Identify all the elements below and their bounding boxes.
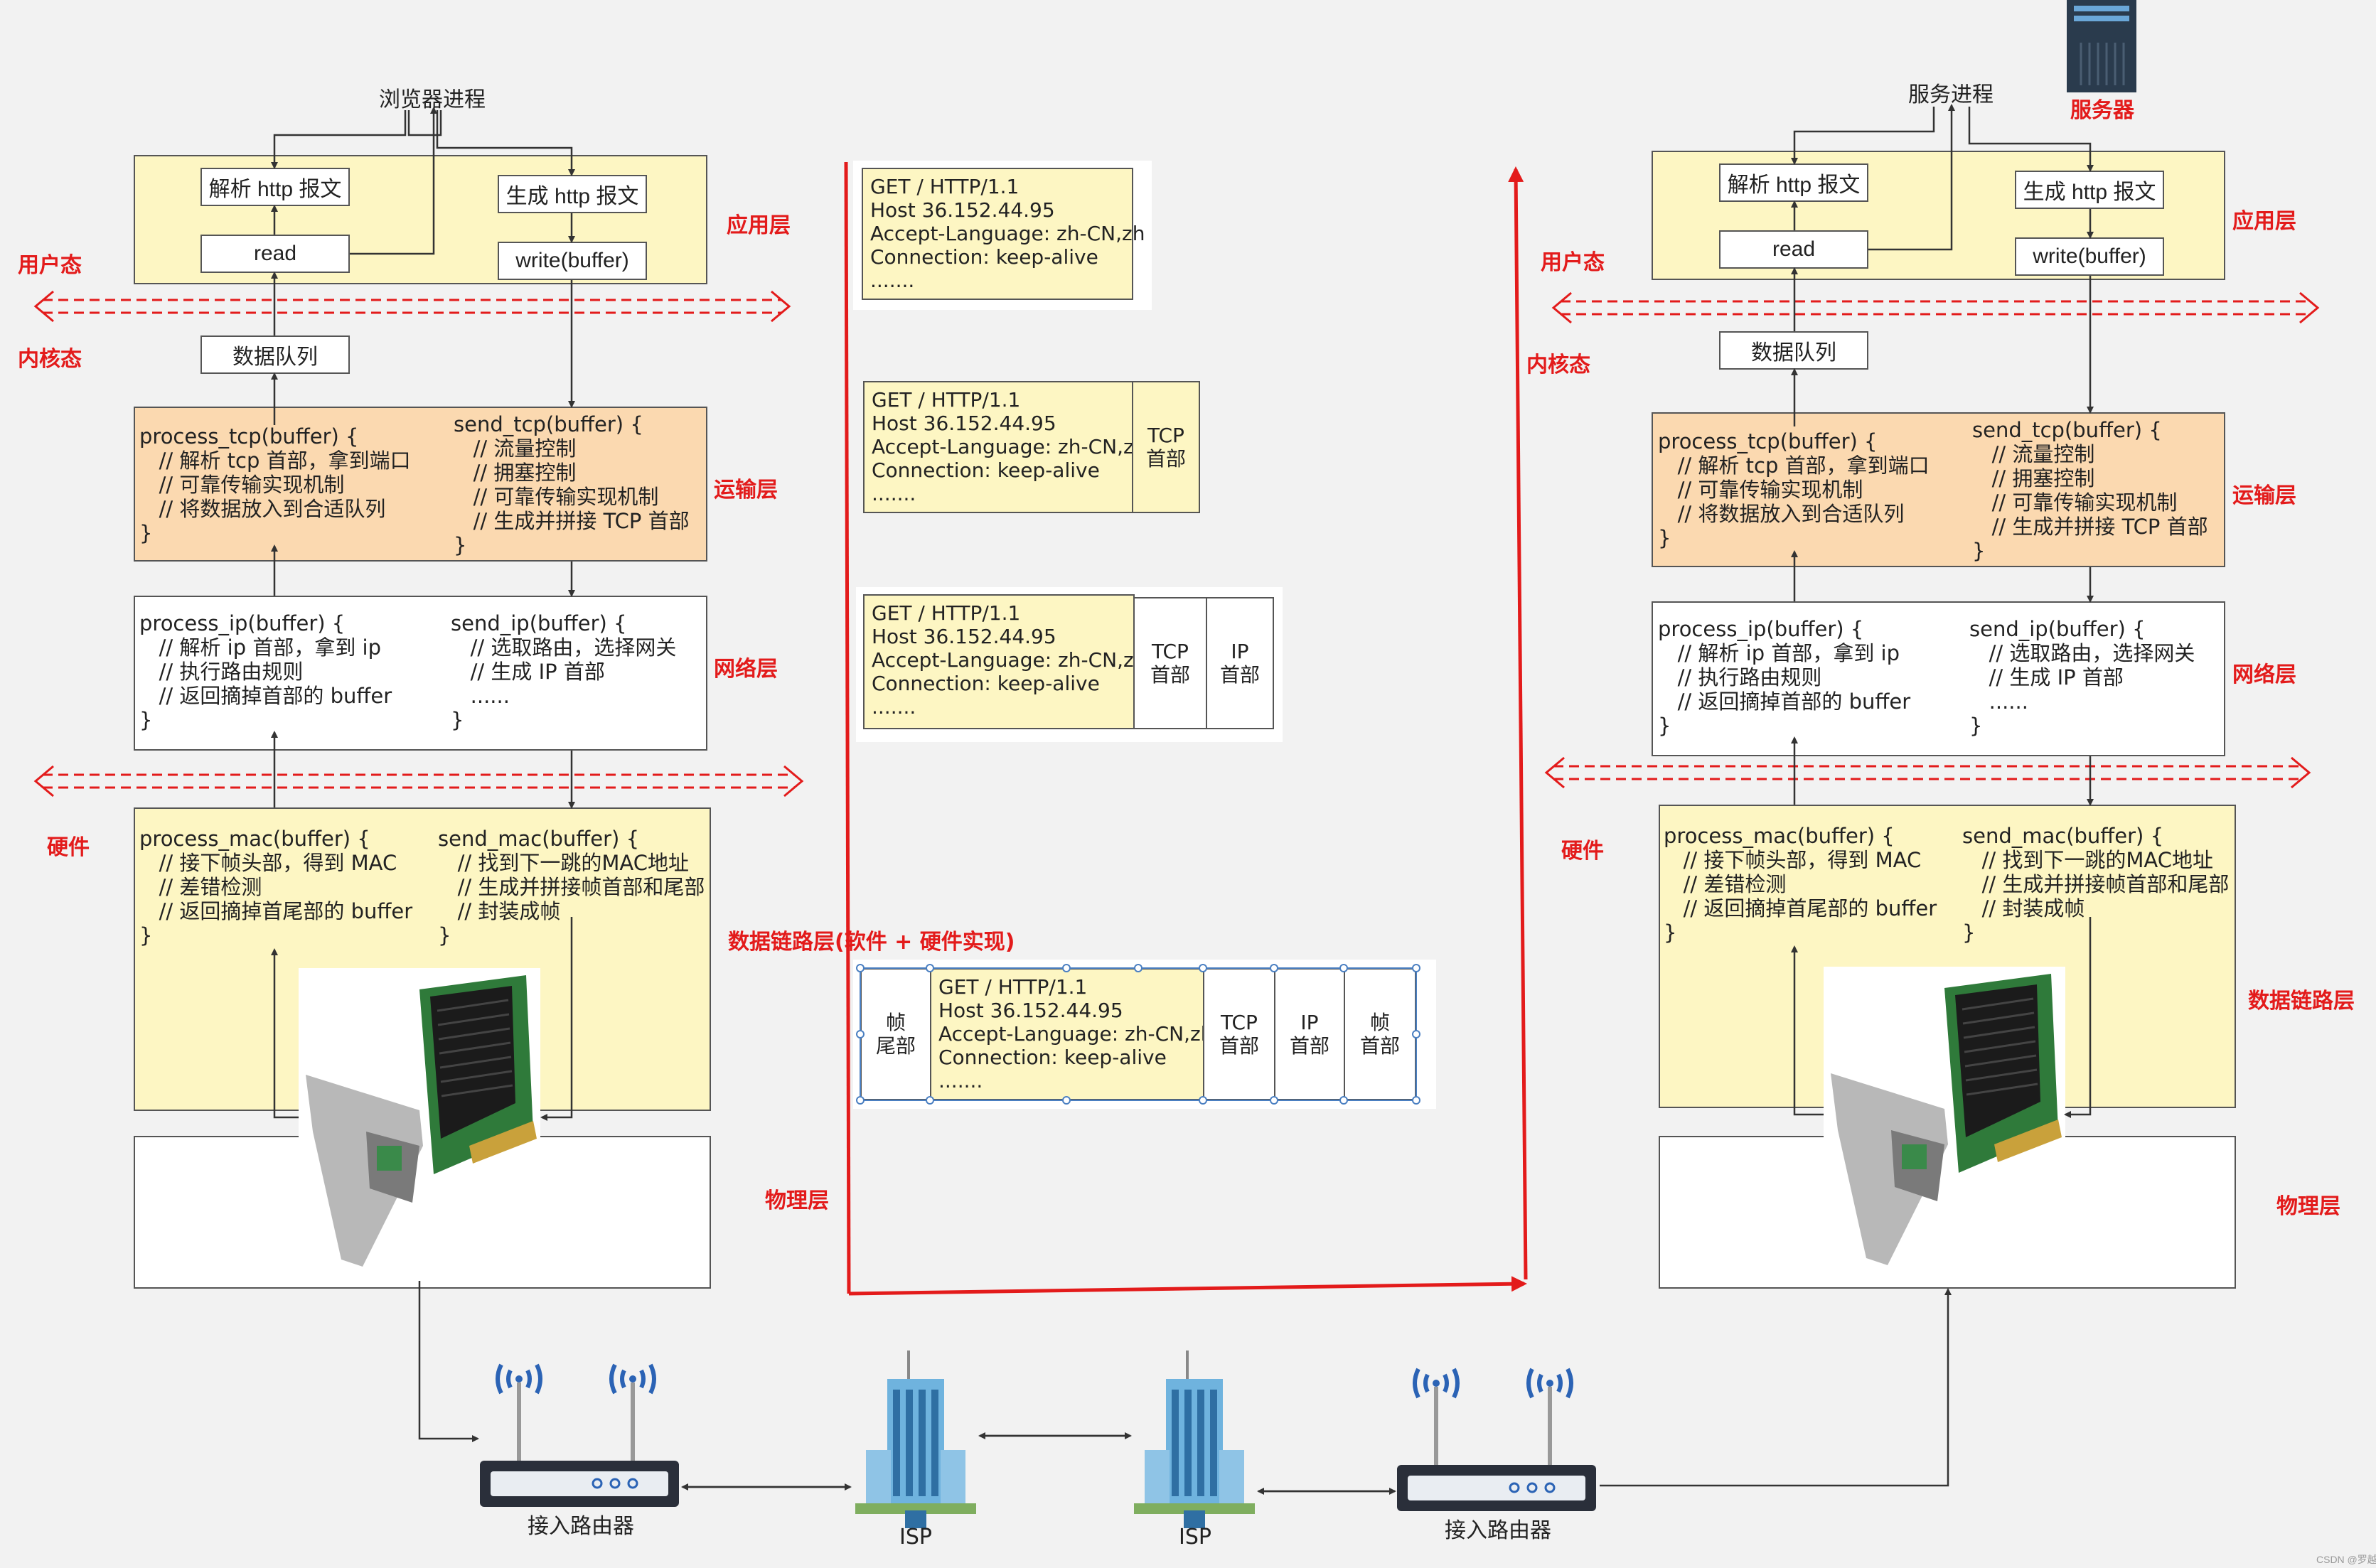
left-transport-layer-label: 运输层 [714, 478, 778, 503]
right-parse-http-box[interactable]: 解析 http 报文 [1719, 163, 1868, 202]
packet-2-http-body: GET / HTTP/1.1 Host 36.152.44.95 Accept-… [863, 381, 1146, 513]
right-physical-layer-label: 物理层 [2276, 1194, 2340, 1219]
left-network-layer-box [134, 596, 707, 751]
right-network-layer-label: 网络层 [2232, 662, 2296, 687]
left-gen-http-box[interactable]: 生成 http 报文 [498, 175, 647, 213]
packet-4-tcp-header: TCP 首部 [1203, 968, 1275, 1100]
packet-3-ip-header: IP 首部 [1206, 597, 1274, 729]
right-datalink-layer-label: 数据链路层 [2248, 989, 2355, 1014]
left-process-ip-code: process_ip(buffer) { // 解析 ip 首部，拿到 ip /… [139, 611, 392, 732]
left-network-layer-label: 网络层 [714, 657, 778, 682]
left-network-card-image [299, 968, 540, 1274]
right-app-layer-label: 应用层 [2232, 209, 2296, 234]
left-app-layer-label: 应用层 [727, 213, 791, 238]
left-send-ip-code: send_ip(buffer) { // 选取路由，选择网关 // 生成 IP … [451, 611, 677, 732]
left-user-mode-label: 用户态 [18, 253, 82, 278]
right-router-label: 接入路由器 [1445, 1518, 1551, 1543]
right-send-mac-code: send_mac(buffer) { // 找到下一跳的MAC地址 // 生成并… [1962, 824, 2230, 945]
right-process-tcp-code: process_tcp(buffer) { // 解析 tcp 首部，拿到端口 … [1658, 429, 1930, 550]
right-data-queue-box[interactable]: 数据队列 [1719, 331, 1868, 370]
right-send-ip-code: send_ip(buffer) { // 选取路由，选择网关 // 生成 IP … [1969, 617, 2195, 738]
left-read-box[interactable]: read [200, 235, 350, 273]
right-network-card-image [1824, 967, 2065, 1272]
server-label: 服务器 [2070, 98, 2134, 123]
packet-2-tcp-header: TCP 首部 [1132, 381, 1200, 513]
packet-4-http-body: GET / HTTP/1.1 Host 36.152.44.95 Accept-… [930, 968, 1213, 1100]
left-send-mac-code: send_mac(buffer) { // 找到下一跳的MAC地址 // 生成并… [438, 827, 705, 947]
left-transport-layer-box [134, 407, 707, 562]
left-process-tcp-code: process_tcp(buffer) { // 解析 tcp 首部，拿到端口 … [139, 424, 411, 545]
right-process-ip-code: process_ip(buffer) { // 解析 ip 首部，拿到 ip /… [1658, 617, 1911, 738]
right-gen-http-box[interactable]: 生成 http 报文 [2015, 171, 2164, 209]
right-isp-label: ISP [1179, 1525, 1211, 1550]
packet-4-frame-trailer: 帧 尾部 [860, 968, 931, 1100]
left-data-queue-box[interactable]: 数据队列 [200, 335, 350, 374]
packet-3-tcp-header: TCP 首部 [1133, 597, 1207, 729]
watermark: CSDN @罗越 [2316, 1554, 2376, 1565]
left-router-icon [476, 1350, 683, 1514]
left-kernel-mode-label: 内核态 [18, 347, 82, 372]
left-physical-layer-label: 物理层 [765, 1188, 829, 1213]
left-isp-label: ISP [899, 1525, 932, 1550]
left-datalink-layer-label: 数据链路层(软件 + 硬件实现) [728, 930, 1015, 955]
right-router-icon [1393, 1355, 1600, 1518]
right-hardware-label: 硬件 [1561, 839, 1604, 864]
left-process-mac-code: process_mac(buffer) { // 接下帧头部，得到 MAC //… [139, 827, 413, 947]
right-network-layer-box [1652, 601, 2225, 756]
right-send-tcp-code: send_tcp(buffer) { // 流量控制 // 拥塞控制 // 可靠… [1972, 418, 2208, 563]
left-hardware-label: 硬件 [47, 835, 90, 860]
left-router-label: 接入路由器 [528, 1514, 634, 1539]
packet-1-http-body: GET / HTTP/1.1 Host 36.152.44.95 Accept-… [862, 168, 1145, 300]
server-icon [2067, 0, 2136, 92]
left-isp-building-icon [852, 1350, 980, 1528]
right-transport-layer-label: 运输层 [2232, 483, 2296, 508]
right-process-mac-code: process_mac(buffer) { // 接下帧头部，得到 MAC //… [1664, 824, 1937, 945]
left-send-tcp-code: send_tcp(buffer) { // 流量控制 // 拥塞控制 // 可靠… [454, 412, 690, 557]
right-kernel-mode-label: 内核态 [1526, 353, 1590, 377]
right-transport-layer-box [1652, 412, 2225, 567]
packet-3-http-body: GET / HTTP/1.1 Host 36.152.44.95 Accept-… [863, 594, 1146, 729]
right-read-box[interactable]: read [1719, 230, 1868, 269]
right-isp-building-icon [1130, 1350, 1258, 1528]
service-process-title: 服务进程 [1908, 82, 1994, 107]
right-user-mode-label: 用户态 [1541, 250, 1605, 275]
